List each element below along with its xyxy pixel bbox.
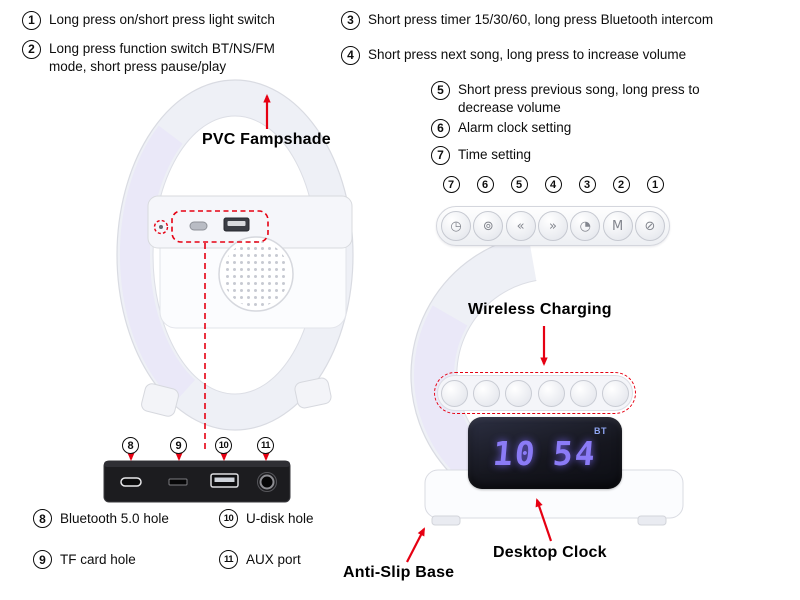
desktop-clock-arrow	[535, 498, 553, 542]
circled-number-6: 6	[431, 119, 450, 138]
lamp-leg-left	[141, 383, 179, 417]
base-foot-right	[637, 515, 667, 526]
annotation-1: 1 Long press on/short press light switch	[22, 11, 352, 30]
aux-jack	[259, 474, 275, 490]
next-track-button: »	[537, 211, 568, 241]
charging-coil	[473, 379, 501, 407]
wireless-charging-pad	[434, 372, 636, 414]
port-10-text: U-disk hole	[246, 511, 314, 526]
annotation-7-text: Time setting	[458, 147, 532, 162]
annotation-4-text: Short press next song, long press to inc…	[368, 47, 687, 62]
circled-number-6b: 6	[476, 176, 494, 193]
annotation-4: 4 Short press next song, long press to i…	[341, 46, 791, 65]
port-annotation-8: 8 Bluetooth 5.0 hole	[33, 509, 169, 528]
annotation-1-text: Long press on/short press light switch	[49, 12, 275, 27]
clock-minutes: 54	[551, 433, 599, 473]
base-foot-left	[431, 515, 461, 526]
timer-button: ◔	[570, 211, 601, 241]
port-annotation-10: 10 U-disk hole	[219, 509, 314, 528]
port-annotation-9: 9 TF card hole	[33, 550, 136, 569]
lampshade-label: PVC Fampshade	[202, 131, 331, 148]
timer-icon: ◔	[579, 218, 591, 234]
alarm-clock-button: ⊚	[473, 211, 504, 241]
alarm-clock-icon: ⊚	[482, 218, 494, 234]
circled-number-4b: 4	[544, 176, 562, 193]
circled-number-8: 8	[122, 437, 139, 454]
annotation-7: 7 Time setting	[431, 146, 731, 165]
circled-number-2: 2	[22, 40, 41, 59]
annotation-6-text: Alarm clock setting	[458, 120, 572, 135]
control-button-bar: ◷ ⊚ « » ◔ M ⊘	[436, 206, 670, 246]
wireless-charging-label: Wireless Charging	[468, 301, 612, 318]
circled-number-7: 7	[431, 146, 450, 165]
lamp-leg-right	[294, 377, 332, 409]
clock-display: BT 10 54	[468, 417, 622, 489]
speaker-grille	[223, 241, 289, 307]
circled-number-11-label: 11	[219, 550, 238, 569]
usb-c-port	[120, 477, 142, 487]
clock-hours: 10	[491, 433, 539, 473]
port-8-text: Bluetooth 5.0 hole	[60, 511, 169, 526]
mic-highlight	[153, 219, 169, 235]
charging-area-highlight	[434, 372, 636, 414]
time-setting-button: ◷	[441, 211, 471, 241]
annotation-3-text: Short press timer 15/30/60, long press B…	[368, 12, 714, 27]
led-glow	[119, 125, 196, 403]
circled-number-2b: 2	[612, 176, 630, 193]
aux-ring	[257, 472, 277, 492]
tf-card-slot	[168, 478, 188, 486]
previous-track-button: «	[505, 211, 536, 241]
lamp-back-view	[116, 79, 354, 431]
circled-number-1b: 1	[646, 176, 664, 193]
circled-number-11: 11	[257, 437, 274, 454]
usb-c-port-top	[189, 221, 208, 231]
circled-number-1: 1	[22, 11, 41, 30]
ports-panel	[103, 460, 291, 503]
circled-number-9-label: 9	[33, 550, 52, 569]
bt-badge: BT	[594, 426, 607, 436]
top-ports-highlight	[171, 210, 269, 243]
annotation-2-text: Long press function switch BT/NS/FM mode…	[49, 41, 275, 74]
desktop-clock-label: Desktop Clock	[493, 544, 607, 561]
circled-number-5b: 5	[510, 176, 528, 193]
circled-number-5: 5	[431, 81, 450, 100]
circled-number-4: 4	[341, 46, 360, 65]
previous-track-icon: «	[516, 218, 525, 234]
annotation-6: 6 Alarm clock setting	[431, 119, 731, 138]
port-annotation-11: 11 AUX port	[219, 550, 301, 569]
circled-number-8-label: 8	[33, 509, 52, 528]
charging-coil	[537, 379, 565, 407]
mic-hole	[159, 225, 163, 229]
circled-number-9: 9	[170, 437, 187, 454]
anti-slip-base-label: Anti-Slip Base	[343, 564, 455, 581]
port-11-text: AUX port	[246, 552, 301, 567]
mode-icon: M	[612, 218, 624, 234]
annotation-5-text: Short press previous song, long press to…	[458, 82, 700, 115]
time-setting-icon: ◷	[450, 218, 462, 234]
button-number-row: 7 6 5 4 3 2 1	[436, 176, 670, 193]
anti-slip-arrow	[406, 527, 425, 563]
power-button: ⊘	[634, 211, 665, 241]
charging-coil	[569, 379, 597, 407]
circled-number-10: 10	[215, 437, 232, 454]
annotation-5: 5 Short press previous song, long press …	[431, 81, 731, 116]
annotation-2: 2 Long press function switch BT/NS/FM mo…	[22, 40, 280, 75]
circled-number-7b: 7	[442, 176, 460, 193]
next-track-icon: »	[549, 218, 557, 234]
mode-button: M	[602, 211, 633, 241]
charging-coil	[505, 379, 533, 407]
circled-number-10-label: 10	[219, 509, 238, 528]
power-icon: ⊘	[644, 218, 656, 234]
port-9-text: TF card hole	[60, 552, 136, 567]
circled-number-3b: 3	[578, 176, 596, 193]
annotation-3: 3 Short press timer 15/30/60, long press…	[341, 11, 791, 30]
circled-number-3: 3	[341, 11, 360, 30]
